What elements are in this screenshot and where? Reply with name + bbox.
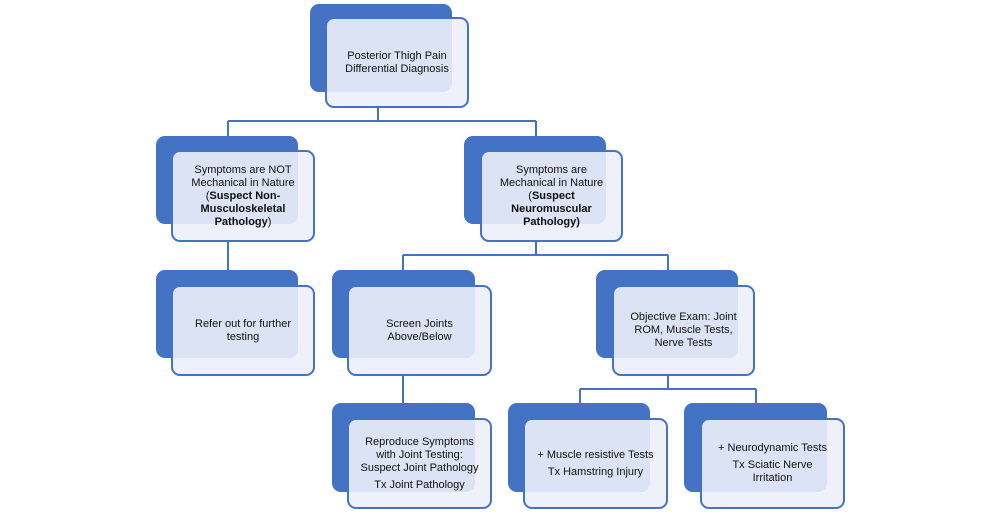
node-objective: Objective Exam: Joint ROM, Muscle Tests,…	[612, 285, 755, 376]
node-treatment: Tx Joint Pathology	[374, 478, 465, 491]
paren-close: )	[267, 215, 272, 228]
connector-root	[227, 107, 537, 136]
node-reproduce: Reproduce Symptoms with Joint Testing: S…	[347, 418, 492, 509]
node-text: + Neurodynamic Tests	[718, 442, 827, 454]
node-neuro: + Neurodynamic Tests Tx Sciatic Nerve Irr…	[700, 418, 845, 509]
node-not-mechanical: Symptoms are NOT Mechanical in Nature (S…	[171, 150, 315, 242]
node-text: Objective Exam: Joint ROM, Muscle Tests,…	[630, 311, 737, 349]
node-treatment: Tx Sciatic Nerve Irritation	[732, 459, 813, 484]
node-refer: Refer out for further testing	[171, 285, 315, 376]
paren-open: (	[205, 189, 210, 202]
node-text: Symptoms are Mechanical in Nature (	[499, 163, 604, 202]
root-line-1: Posterior Thigh Pain	[347, 49, 447, 62]
node-treatment: Tx Hamstring Injury	[547, 465, 644, 478]
node-text: Reproduce Symptoms with Joint Testing: S…	[360, 435, 479, 474]
connector-objective	[579, 375, 757, 403]
node-text: + Muscle resistive Tests	[537, 448, 654, 461]
node-text-2: Pathology)	[523, 215, 580, 228]
node-mechanical: Symptoms are Mechanical in Nature (Suspe…	[480, 150, 623, 242]
node-text: Symptoms are NOT Mechanical in Nature	[191, 163, 295, 189]
node-bold-text: Suspect Neuromuscular	[511, 189, 592, 215]
root-line-2: Differential Diagnosis	[345, 62, 449, 75]
connector-mechanical	[402, 241, 669, 270]
node-bold-text: Suspect Non-Musculoskeletal Pathology	[200, 189, 286, 228]
node-screen: Screen Joints Above/Below	[347, 285, 492, 376]
node-text: Screen Joints Above/Below	[386, 317, 453, 343]
node-muscle: + Muscle resistive Tests Tx Hamstring Inj…	[523, 418, 668, 509]
node-text: Refer out for further testing	[195, 317, 291, 343]
